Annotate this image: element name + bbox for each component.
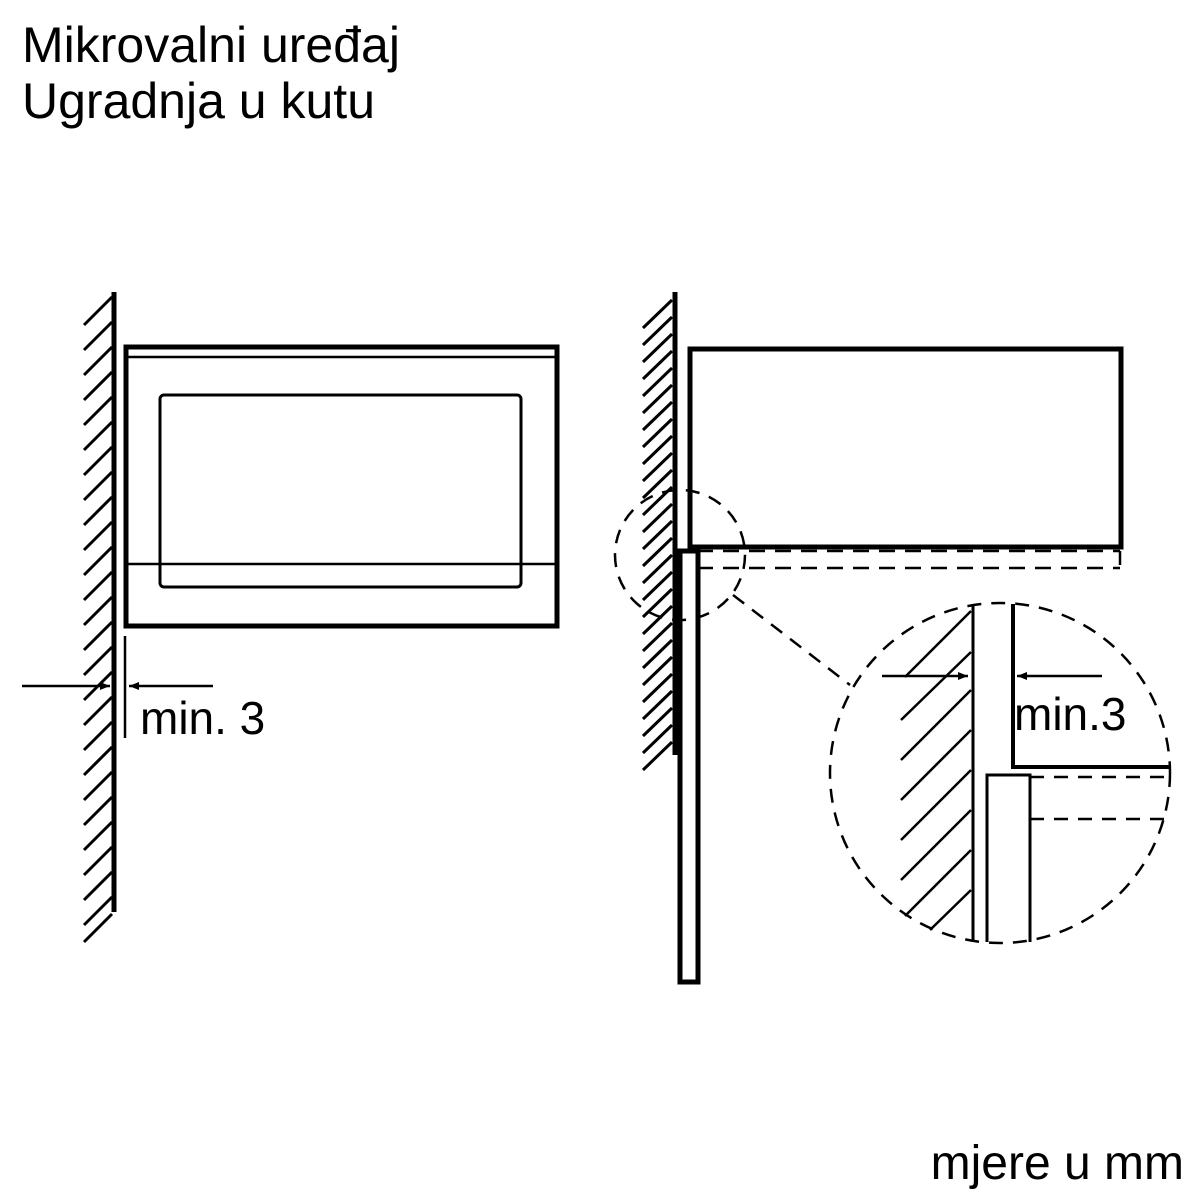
front-gap-label: min. 3 <box>140 692 265 744</box>
microwave-front <box>123 344 560 629</box>
wall-hatching-right <box>641 292 678 772</box>
detail-marker-circle <box>613 488 747 622</box>
wall-hatching-left <box>82 292 117 944</box>
diagram-subtitle: Ugradnja u kutu <box>22 73 376 129</box>
diagram-title: Mikrovalni uređaj <box>22 17 400 73</box>
detail-enlargement <box>828 601 1172 945</box>
detail-leader-lines <box>732 594 851 686</box>
side-view: min.3 <box>613 292 1172 985</box>
hidden-lines <box>697 549 1122 570</box>
front-gap-dimension <box>22 636 213 738</box>
microwave-side-body <box>687 346 1124 550</box>
front-view: min. 3 <box>22 292 560 944</box>
cabinet-door-panel <box>677 548 701 985</box>
units-note: mjere u mm <box>930 1137 1184 1190</box>
detail-gap-label: min.3 <box>1014 688 1126 740</box>
